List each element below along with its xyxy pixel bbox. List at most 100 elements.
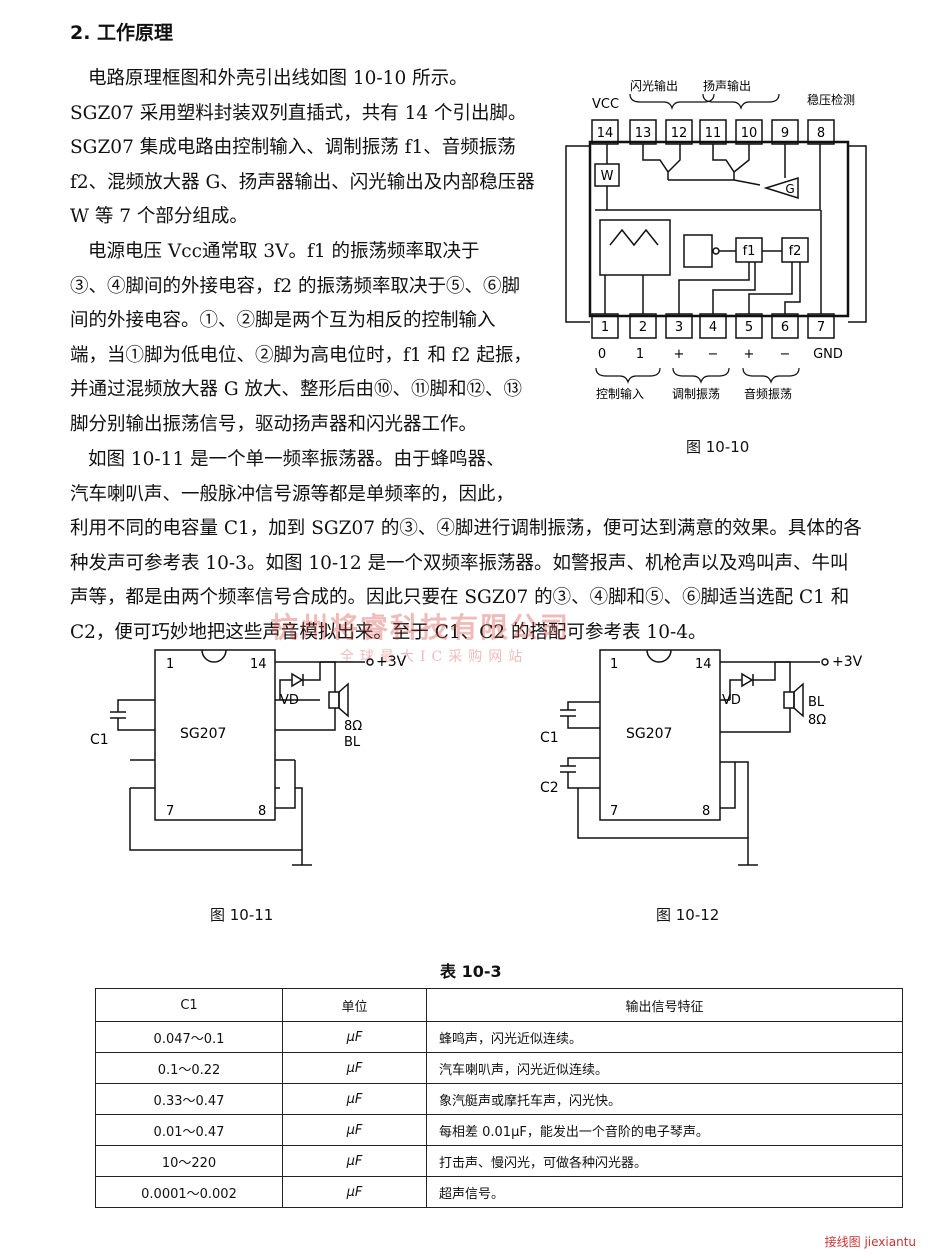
pin-label: 11 xyxy=(705,126,722,141)
pin-label: 12 xyxy=(671,126,688,141)
block-g-label: G xyxy=(785,182,794,196)
pin-label: 7 xyxy=(166,804,174,819)
cell-unit: μF xyxy=(282,1176,427,1208)
pin-label: 9 xyxy=(781,126,789,141)
block-f2-label: f2 xyxy=(789,244,802,259)
speaker-ohm-label: 8Ω xyxy=(344,719,362,734)
cell-c1: 0.33～0.47 xyxy=(95,1083,283,1115)
pin-label: 6 xyxy=(781,320,789,335)
pin-label: 8 xyxy=(817,126,825,141)
speaker-label: BL xyxy=(808,695,825,710)
pin-label: 14 xyxy=(250,657,267,672)
text-line: SGZ07 采用塑料封装双列直插式，共有 14 个引出脚。 xyxy=(70,102,527,124)
pin-label: 5 xyxy=(745,320,753,335)
speaker-ohm-label: 8Ω xyxy=(808,713,826,728)
watermark: 杭州将睿科技有限公司 全球最大IC采购网站 xyxy=(270,606,670,676)
pin-label: 3 xyxy=(675,320,683,335)
pin-label: 10 xyxy=(741,126,758,141)
text-line: C2，便可巧妙地把这些声音模拟出来。至于 C1、C2 的搭配可参考表 10-4。 xyxy=(70,621,707,643)
vd-label: VD xyxy=(280,693,299,708)
col-header-unit: 单位 xyxy=(282,988,427,1022)
text-line: 种发声可参考表 10-3。如图 10-12 是一个双频率振荡器。如警报声、机枪声… xyxy=(70,552,849,574)
site-logo: 接线图 jiexiantu xyxy=(825,1233,916,1250)
pin-label: 13 xyxy=(635,126,652,141)
text-line: 声等，都是由两个频率信号合成的。因此只要在 SGZ07 的③、④脚和⑤、⑥脚适当… xyxy=(70,587,850,608)
regulator-label: 稳压检测 xyxy=(807,92,855,107)
cell-c1: 0.01～0.47 xyxy=(95,1114,283,1146)
pin-mark: + xyxy=(674,347,685,362)
cell-unit: μF xyxy=(282,1083,427,1115)
table-title: 表 10-3 xyxy=(440,962,502,981)
logo-url: jiexiantu xyxy=(864,1235,916,1249)
pin-label: 1 xyxy=(166,657,174,672)
cell-c1: 0.1～0.22 xyxy=(95,1052,283,1084)
text-line: 脚分别输出振荡信号，驱动扬声器和闪光器工作。 xyxy=(70,413,478,435)
section-heading: 2. 工作原理 xyxy=(70,22,174,44)
text-line: 利用不同的电容量 C1，加到 SGZ07 的③、④脚进行调制振荡，便可达到满意的… xyxy=(70,518,862,539)
pin-label: 8 xyxy=(702,804,710,819)
text-line: W 等 7 个部分组成。 xyxy=(70,206,248,227)
cell-feature: 蜂鸣声，闪光近似连续。 xyxy=(426,1021,903,1053)
c1-label: C1 xyxy=(540,730,559,746)
cell-unit: μF xyxy=(282,1145,427,1177)
text-line: 电源电压 Vcc通常取 3V。f1 的振荡频率取决于 xyxy=(88,241,480,262)
paragraph-2: 电源电压 Vcc通常取 3V。f1 的振荡频率取决于 ③、④脚间的外接电容，f2… xyxy=(70,235,532,442)
cell-unit: μF xyxy=(282,1114,427,1146)
pin-label: 14 xyxy=(597,126,614,141)
cell-feature: 打击声、慢闪光，可做各种闪光器。 xyxy=(426,1145,903,1177)
figure-10-12-caption: 图 10-12 xyxy=(656,906,720,924)
flash-output-label: 闪光输出 xyxy=(630,80,678,93)
table-row: 0.0001～0.002 μF 超声信号。 xyxy=(95,1176,903,1208)
speaker-label: BL xyxy=(344,735,361,750)
logo-text: 接线图 xyxy=(824,1235,861,1249)
c1-label: C1 xyxy=(90,732,109,748)
pin-label: 2 xyxy=(639,320,647,335)
text-line: 并通过混频放大器 G 放大、整形后由⑩、⑪脚和⑫、⑬ xyxy=(70,379,523,400)
figure-10-10-caption: 图 10-10 xyxy=(686,438,750,456)
cell-feature: 超声信号。 xyxy=(426,1176,903,1208)
text-line: SGZ07 集成电路由控制输入、调制振荡 f1、音频振荡 xyxy=(70,137,516,158)
paragraph-3: 如图 10-11 是一个单一频率振荡器。由于蜂鸣器、 汽车喇叭声、一般脉冲信号源… xyxy=(70,443,862,650)
block-f1-label: f1 xyxy=(743,244,756,259)
cell-unit: μF xyxy=(282,1052,427,1084)
cell-feature: 每相差 0.01μF，能发出一个音阶的电子琴声。 xyxy=(426,1114,903,1146)
text-line: ③、④脚间的外接电容，f2 的振荡频率取决于⑤、⑥脚 xyxy=(70,275,521,297)
pin-label: 1 xyxy=(601,320,609,335)
cell-c1: 0.047～0.1 xyxy=(95,1021,283,1053)
pin-label: 7 xyxy=(610,804,618,819)
watermark-company: 杭州将睿科技有限公司 xyxy=(270,611,571,644)
col-header-c1: C1 xyxy=(95,988,283,1022)
pin-mark: + xyxy=(744,347,755,362)
speaker-output-label: 扬声输出 xyxy=(703,80,751,93)
pin-mark: 1 xyxy=(636,347,644,362)
cell-c1: 10～220 xyxy=(95,1145,283,1177)
text-line: 汽车喇叭声、一般脉冲信号源等都是单频率的，因此， xyxy=(70,483,515,505)
chip-label: SG207 xyxy=(180,726,226,742)
col-header-feature: 输出信号特征 xyxy=(426,988,903,1022)
pin-mark: − xyxy=(780,347,791,362)
table-row: 10～220 μF 打击声、慢闪光，可做各种闪光器。 xyxy=(95,1145,903,1177)
table-row: 0.1～0.22 μF 汽车喇叭声，闪光近似连续。 xyxy=(95,1052,903,1084)
pin-label: 7 xyxy=(817,320,825,335)
cell-unit: μF xyxy=(282,1021,427,1053)
table-row: 0.01～0.47 μF 每相差 0.01μF，能发出一个音阶的电子琴声。 xyxy=(95,1114,903,1146)
supply-label: +3V xyxy=(832,654,863,670)
cell-c1: 0.0001～0.002 xyxy=(95,1176,283,1208)
table-row: 0.33～0.47 μF 象汽艇声或摩托车声，闪光快。 xyxy=(95,1083,903,1115)
figure-10-11-circuit: 1 14 7 8 SG207 C1 VD +3V 8Ω BL xyxy=(90,649,407,866)
text-line: 如图 10-11 是一个单一频率振荡器。由于蜂鸣器、 xyxy=(88,449,505,470)
watermark-slogan: 全球最大IC采购网站 xyxy=(340,649,529,665)
control-input-label: 控制输入 xyxy=(596,386,644,401)
audio-osc-label: 音频振荡 xyxy=(744,386,792,401)
text-line: f2、混频放大器 G、扬声器输出、闪光输出及内部稳压器 xyxy=(70,171,535,193)
chip-label: SG207 xyxy=(626,726,672,742)
text-line: 端，当①脚为低电位、②脚为高电位时，f1 和 f2 起振， xyxy=(70,344,532,366)
vcc-label: VCC xyxy=(592,97,619,112)
cell-feature: 象汽艇声或摩托车声，闪光快。 xyxy=(426,1083,903,1115)
table-row: 0.047～0.1 μF 蜂鸣声，闪光近似连续。 xyxy=(95,1021,903,1053)
gnd-label: GND xyxy=(813,347,843,362)
pin-label: 4 xyxy=(709,320,717,335)
c2-label: C2 xyxy=(540,780,559,796)
pin-label: 1 xyxy=(610,657,618,672)
vd-label: VD xyxy=(722,693,741,708)
